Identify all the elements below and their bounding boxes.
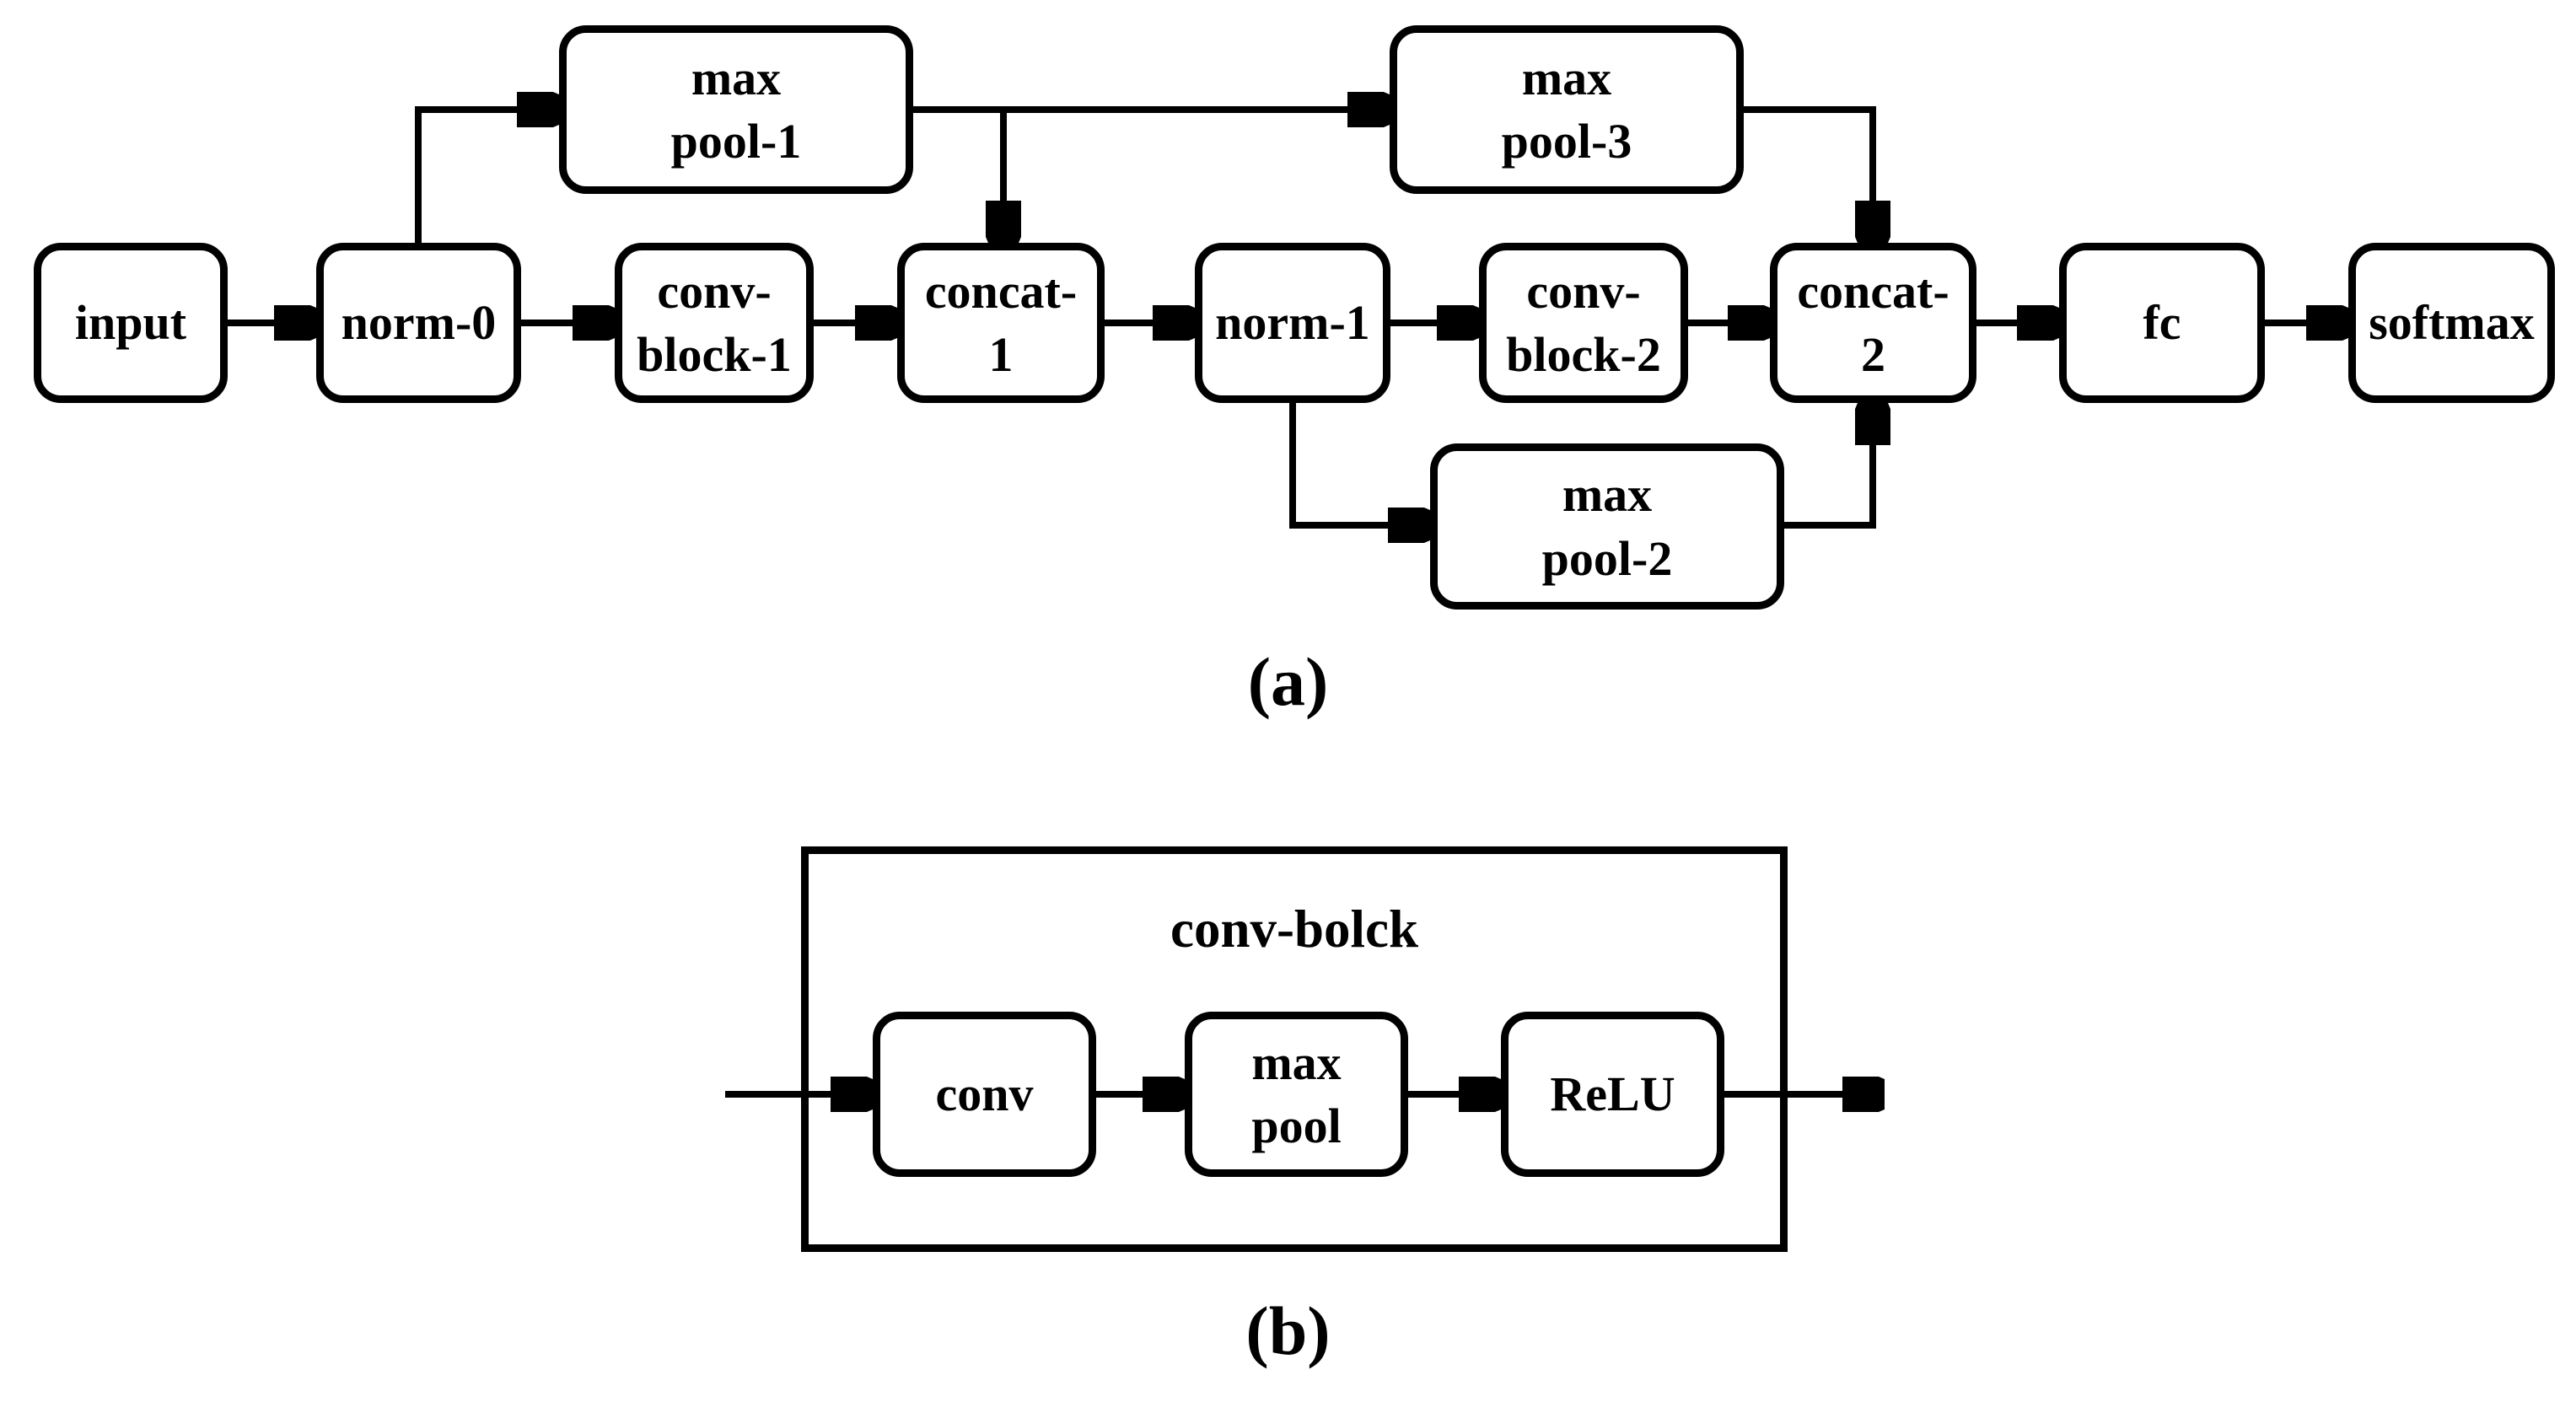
arrow-maxpool2-to-concat2 — [1784, 403, 1873, 529]
node-concat-2: concat- 2 — [1770, 243, 1976, 403]
node-conv-label: conv — [935, 1066, 1034, 1122]
node-max-pool-1: max pool-1 — [559, 25, 913, 194]
node-max-pool: max pool — [1185, 1012, 1408, 1177]
node-norm-1: norm-1 — [1195, 243, 1390, 403]
node-concat-2-label: concat- 2 — [1797, 263, 1949, 382]
node-conv-block-2: conv- block-2 — [1479, 243, 1688, 403]
node-max-pool-1-label: max pool-1 — [670, 50, 802, 169]
node-conv-block-1-label: conv- block-1 — [637, 263, 792, 382]
node-max-pool-label: max pool — [1251, 1034, 1342, 1153]
arrow-norm1-to-maxpool2 — [1289, 403, 1430, 525]
caption-panel-a: (a) — [1247, 643, 1329, 720]
node-norm-0: norm-0 — [316, 243, 521, 403]
node-max-pool-2-label: max pool-2 — [1541, 467, 1673, 586]
node-concat-1: concat- 1 — [897, 243, 1105, 403]
node-norm-1-label: norm-1 — [1215, 295, 1370, 351]
node-norm-0-label: norm-0 — [341, 295, 497, 351]
node-fc: fc — [2059, 243, 2265, 403]
node-fc-label: fc — [2143, 295, 2181, 351]
arrow-maxpool3-to-concat2 — [1744, 106, 1873, 243]
caption-panel-b: (b) — [1245, 1292, 1331, 1369]
node-softmax-label: softmax — [2369, 295, 2535, 351]
node-softmax: softmax — [2348, 243, 2555, 403]
node-input: input — [34, 243, 228, 403]
node-max-pool-2: max pool-2 — [1430, 443, 1784, 610]
conv-block-detail-title: conv-bolck — [1170, 900, 1419, 959]
node-concat-1-label: concat- 1 — [924, 263, 1078, 382]
node-relu-label: ReLU — [1550, 1066, 1675, 1122]
node-conv-block-1: conv- block-1 — [615, 243, 814, 403]
node-input-label: input — [74, 295, 187, 351]
node-conv: conv — [873, 1012, 1096, 1177]
node-max-pool-3: max pool-3 — [1390, 25, 1744, 194]
arrow-norm0-to-maxpool1 — [415, 110, 559, 243]
node-relu: ReLU — [1501, 1012, 1724, 1177]
node-max-pool-3-label: max pool-3 — [1501, 50, 1632, 169]
node-conv-block-2-label: conv- block-2 — [1506, 263, 1661, 382]
